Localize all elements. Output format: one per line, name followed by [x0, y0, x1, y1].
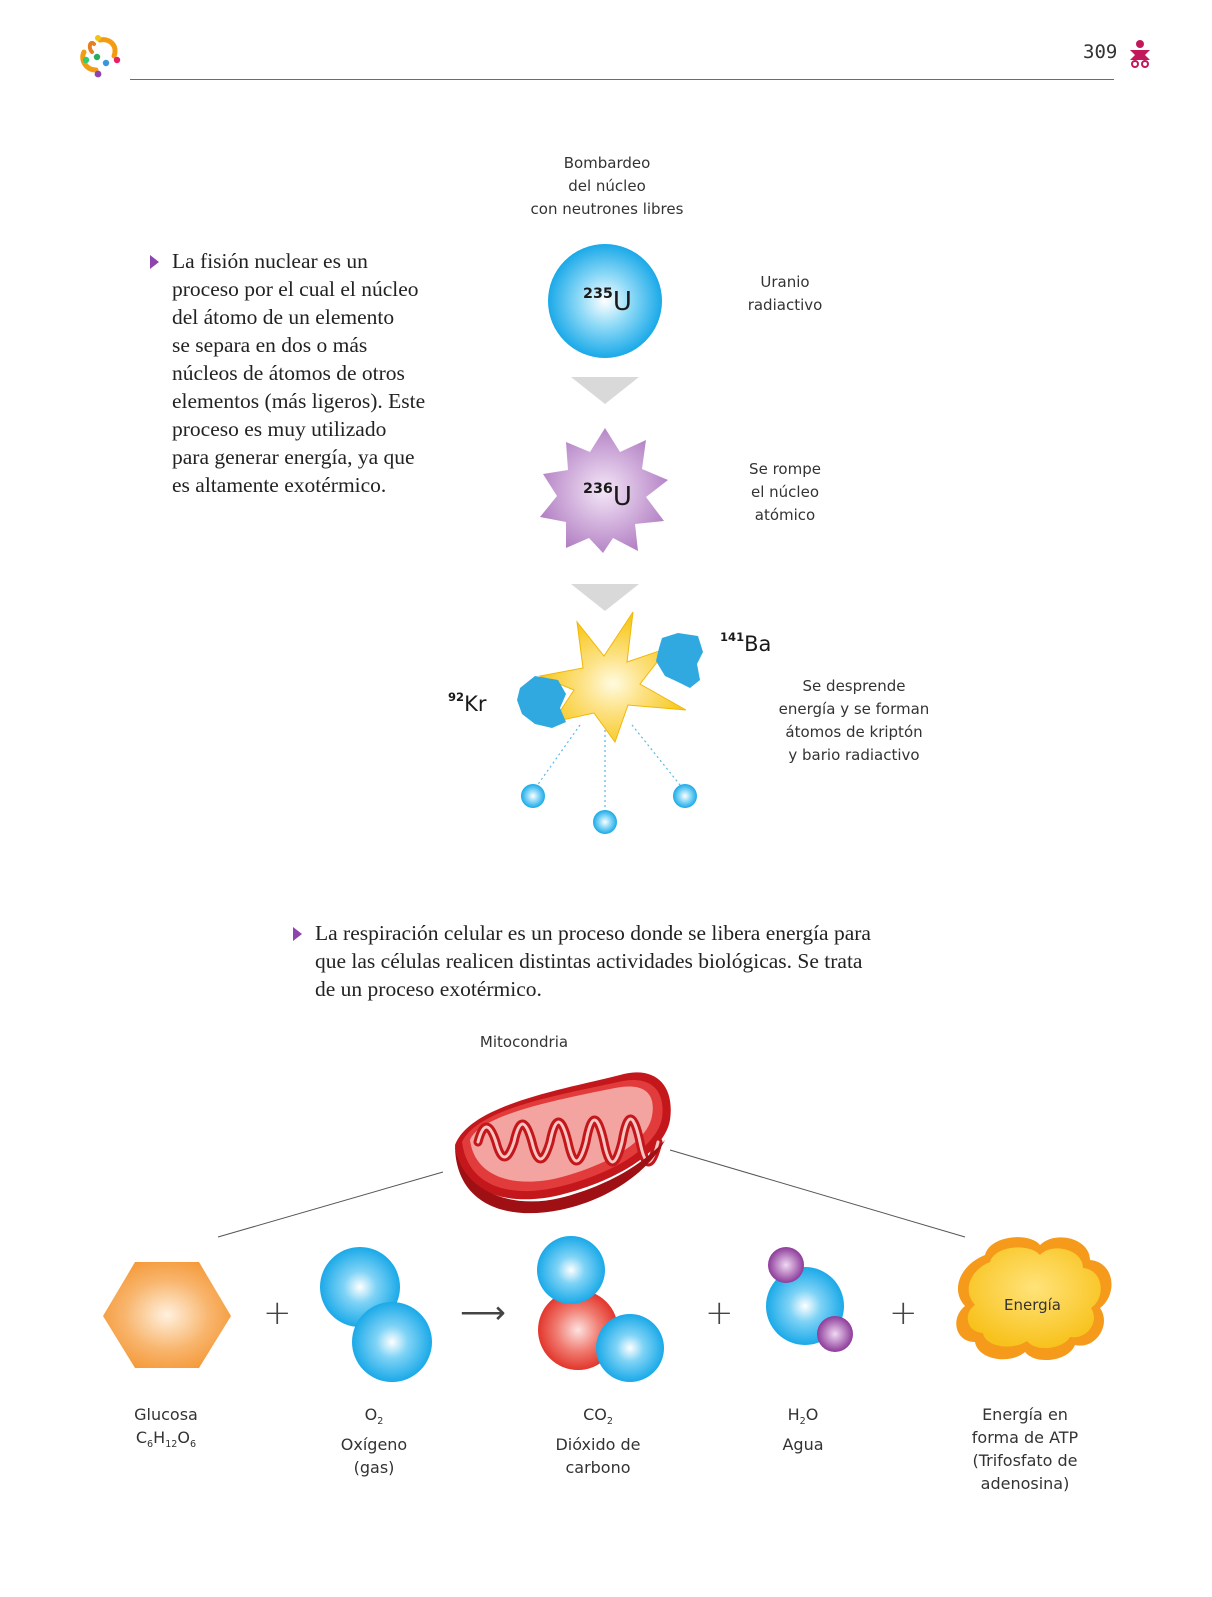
- element-symbol: U: [612, 287, 632, 318]
- oxygen-state: (gas): [353, 1458, 395, 1478]
- text-line: se separa en dos o más: [172, 333, 368, 357]
- caption-line: atómico: [754, 506, 816, 524]
- arrow-sign: ⟶: [460, 1293, 506, 1331]
- uranium-236-label: 236U: [583, 481, 632, 512]
- uranium-caption: Uranio radiactivo: [725, 271, 845, 317]
- text-line: La respiración celular es un proceso don…: [315, 921, 871, 945]
- uranium-236-atom: [540, 428, 668, 553]
- text-line: para generar energía, ya que: [172, 445, 415, 469]
- caption-line: Se rompe: [749, 460, 821, 478]
- text-line: núcleos de átomos de otros: [172, 361, 405, 385]
- caption-line: y bario radiactivo: [788, 746, 920, 764]
- caption-line: Uranio: [760, 273, 810, 291]
- logo-icon: [80, 35, 121, 78]
- mass-number: 236: [583, 481, 613, 497]
- atp-name-line: (Trifosfato de: [972, 1451, 1078, 1470]
- barium-fragment: [656, 633, 703, 688]
- bullet-icon: [150, 255, 159, 269]
- oxygen-atom: [596, 1314, 664, 1382]
- nucleus-breaks-caption: Se rompe el núcleo atómico: [725, 458, 845, 527]
- connector-line: [669, 1149, 966, 1238]
- element-symbol: U: [612, 482, 632, 513]
- header-rule: [130, 79, 1114, 80]
- neutron: [673, 784, 697, 808]
- caption-line: con neutrones libres: [530, 200, 684, 218]
- text-line: es altamente exotérmico.: [172, 473, 387, 497]
- uranium-235-atom: [548, 244, 662, 358]
- text-line: que las células realicen distintas activ…: [315, 949, 863, 973]
- mass-number: 141: [720, 630, 745, 644]
- hydrogen-atom: [817, 1316, 853, 1352]
- ornament-icon: [1130, 40, 1150, 68]
- water-label: H2O Agua: [743, 1403, 863, 1456]
- down-arrow-icon: [571, 377, 639, 404]
- water-formula: H2O: [787, 1405, 819, 1428]
- mass-number: 92: [448, 690, 465, 704]
- respiration-graphics: [103, 1072, 1112, 1382]
- krypton-fragment: [517, 676, 566, 728]
- oxygen-atom: [352, 1302, 432, 1382]
- oxygen-formula: O2: [364, 1405, 384, 1428]
- uranium-235-label: 235U: [583, 286, 632, 317]
- co2-name-line: carbono: [565, 1458, 631, 1478]
- fission-graphics: [517, 244, 703, 834]
- element-symbol: Ba: [744, 631, 772, 656]
- text-line: de un proceso exotérmico.: [315, 977, 542, 1001]
- energy-release-caption: Se desprende energía y se forman átomos …: [764, 675, 944, 767]
- mitochondria-label: Mitocondria: [479, 1033, 569, 1051]
- plus-sign: +: [705, 1293, 734, 1333]
- fission-paragraph: La fisión nuclear es un proceso por el c…: [172, 247, 472, 499]
- caption-line: radiactivo: [747, 296, 823, 314]
- co2-name-line: Dióxido de: [555, 1435, 641, 1455]
- caption-line: átomos de kriptón: [785, 723, 923, 741]
- glucose-name: Glucosa: [134, 1405, 198, 1424]
- co2-label: CO2 Dióxido de carbono: [528, 1403, 668, 1479]
- caption-line: Se desprende: [802, 677, 906, 695]
- energy-cloud-label: Energía: [1004, 1296, 1061, 1314]
- oxygen-name: Oxígeno: [340, 1435, 408, 1455]
- caption-line: energía y se forman: [778, 700, 930, 718]
- energy-cloud-icon: [956, 1237, 1112, 1361]
- text-line: proceso es muy utilizado: [172, 417, 387, 441]
- neutron: [593, 810, 617, 834]
- water-name: Agua: [782, 1435, 824, 1455]
- neutron: [521, 784, 545, 808]
- neutron-path: [631, 724, 685, 791]
- plus-sign: +: [889, 1293, 918, 1333]
- text-line: La fisión nuclear es un: [172, 249, 368, 273]
- barium-label: 141Ba: [720, 630, 771, 656]
- bullet-icon: [293, 927, 302, 941]
- connector-line: [217, 1171, 444, 1238]
- text-line: proceso por el cual el núcleo: [172, 277, 419, 301]
- caption-line: el núcleo: [751, 483, 819, 501]
- plus-sign: +: [263, 1293, 292, 1333]
- text-line: del átomo de un elemento: [172, 305, 395, 329]
- atp-name-line: Energía en: [982, 1405, 1068, 1424]
- caption-line: del núcleo: [568, 177, 646, 195]
- mitochondria-icon: [455, 1072, 671, 1214]
- oxygen-label: O2 Oxígeno (gas): [314, 1403, 434, 1479]
- krypton-label: 92Kr: [448, 690, 486, 716]
- mass-number: 235: [583, 286, 613, 302]
- down-arrow-icon: [571, 584, 639, 611]
- co2-formula: CO2: [583, 1405, 613, 1428]
- oxygen-atom: [537, 1236, 605, 1304]
- element-symbol: Kr: [464, 691, 487, 716]
- hydrogen-atom: [768, 1247, 804, 1283]
- atp-name-line: adenosina): [980, 1474, 1070, 1493]
- glucose-formula: C6H12O6: [135, 1428, 197, 1451]
- text-line: elementos (más ligeros). Este: [172, 389, 426, 413]
- atp-name-line: forma de ATP: [971, 1428, 1079, 1447]
- page-number: 309: [1083, 41, 1118, 63]
- glucose-molecule: [103, 1262, 231, 1368]
- atp-label: Energía en forma de ATP (Trifosfato de a…: [950, 1403, 1100, 1495]
- bombardment-caption: Bombardeo del núcleo con neutrones libre…: [507, 152, 707, 221]
- glucose-label: Glucosa C6H12O6: [106, 1403, 226, 1456]
- neutron-path: [533, 724, 581, 791]
- respiration-paragraph: La respiración celular es un proceso don…: [315, 919, 915, 1003]
- caption-line: Bombardeo: [563, 154, 651, 172]
